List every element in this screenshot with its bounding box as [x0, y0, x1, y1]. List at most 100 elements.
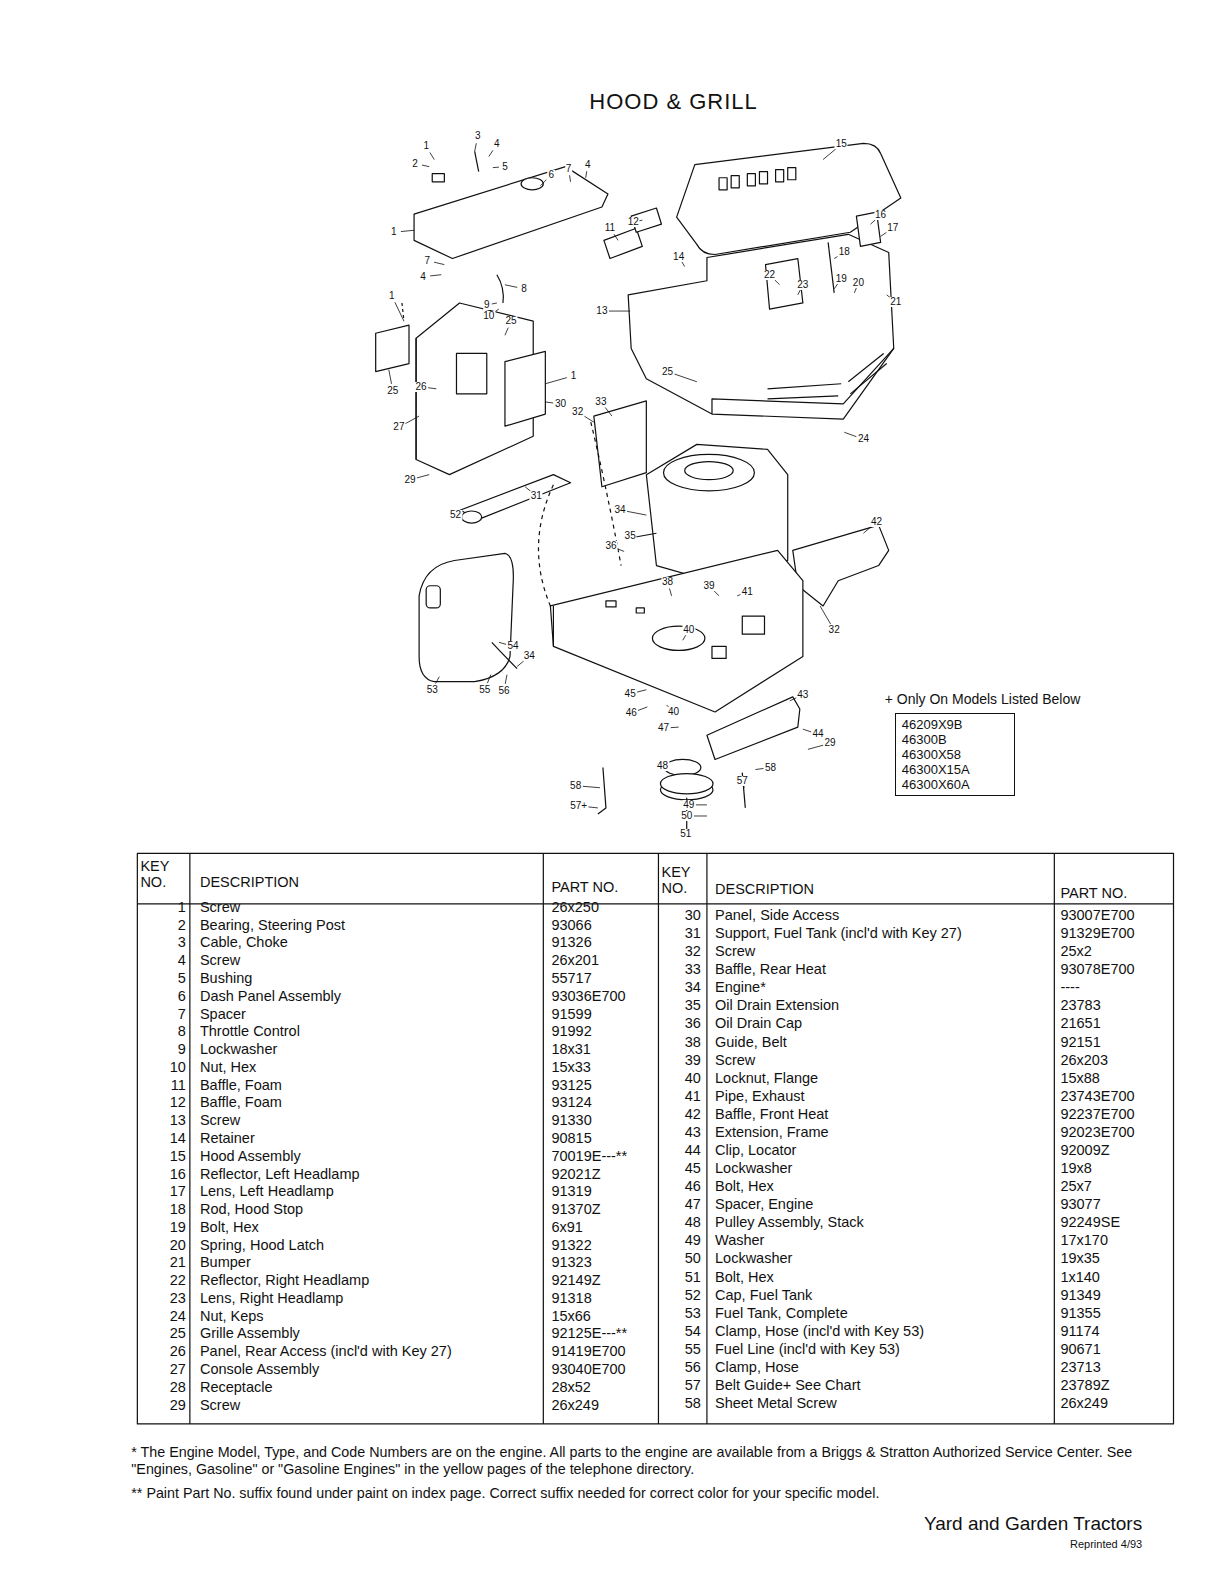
- leader-line: [586, 171, 587, 178]
- drawing-line: [553, 606, 554, 646]
- key-number: 10: [170, 1059, 186, 1076]
- key-number: 4: [178, 952, 186, 969]
- callout-number: 50: [680, 811, 693, 821]
- key-number: 27: [170, 1361, 186, 1378]
- part-description: Spacer, Engine: [715, 1196, 813, 1213]
- key-number: 40: [685, 1069, 701, 1086]
- key-number: 50: [685, 1250, 701, 1267]
- key-number: 19: [170, 1218, 186, 1235]
- leader-line: [401, 230, 414, 231]
- leader-line: [389, 370, 392, 384]
- part-description: Retainer: [200, 1130, 255, 1147]
- callout-number: 4: [493, 139, 501, 149]
- part-number: 93007E700: [1060, 907, 1134, 924]
- leader-line: [430, 152, 434, 159]
- drawing-path: [598, 768, 606, 814]
- drawing-line: [658, 853, 659, 1424]
- callout-number: 1: [422, 141, 430, 151]
- leader-line: [584, 416, 594, 422]
- callout-number: 20: [852, 278, 865, 288]
- part-number: 93066: [551, 916, 591, 933]
- model-number: 46300X15A: [902, 762, 1000, 777]
- part-number: 92023E700: [1060, 1124, 1134, 1141]
- key-number: 33: [685, 961, 701, 978]
- part-description: Reflector, Left Headlamp: [200, 1165, 360, 1182]
- key-number: 39: [685, 1051, 701, 1068]
- key-number: 41: [685, 1087, 701, 1104]
- model-box-border: 46209X9B46300B46300X5846300X15A46300X60A: [895, 713, 1015, 796]
- part-description: Cap, Fuel Tank: [715, 1286, 812, 1303]
- callout-number: 48: [656, 761, 669, 771]
- key-number: 44: [685, 1142, 701, 1159]
- leader-line: [683, 635, 686, 640]
- drawing-ellipse: [521, 178, 543, 190]
- key-number: 31: [685, 925, 701, 942]
- callout-number: 45: [624, 689, 637, 699]
- leader-line: [638, 707, 648, 711]
- part-number: 91355: [1060, 1304, 1100, 1321]
- part-number: 23743E700: [1060, 1087, 1134, 1104]
- key-number: 38: [685, 1033, 701, 1050]
- part-number: 91318: [551, 1290, 591, 1307]
- drawing-g: [389, 143, 891, 834]
- part-description: Washer: [715, 1232, 764, 1249]
- part-description: Reflector, Right Headlamp: [200, 1272, 369, 1289]
- part-description: Sheet Metal Screw: [715, 1395, 837, 1412]
- drawing-rect: [137, 853, 1173, 1424]
- part-number: 91349: [1060, 1286, 1100, 1303]
- callout-number: 4: [584, 160, 592, 170]
- part-description: Cable, Choke: [200, 934, 288, 951]
- callout-number: 24: [857, 434, 870, 444]
- part-number: 19x8: [1060, 1160, 1091, 1177]
- part-number: 17x170: [1060, 1232, 1108, 1249]
- leader-line: [682, 262, 685, 267]
- part-description: Pipe, Exhaust: [715, 1087, 804, 1104]
- part-description: Extension, Frame: [715, 1124, 829, 1141]
- callout-number: 40: [682, 625, 695, 635]
- key-number: 28: [170, 1378, 186, 1395]
- part-number: 93078E700: [1060, 961, 1134, 978]
- part-description: Throttle Control: [200, 1023, 300, 1040]
- model-number: 46300B: [902, 732, 1000, 747]
- drawing-polygon: [550, 550, 802, 712]
- leader-line: [627, 511, 646, 515]
- callout-number: 7: [565, 164, 573, 174]
- page-title: HOOD & GRILL: [589, 89, 757, 114]
- leader-line: [405, 416, 419, 424]
- key-number: 7: [178, 1005, 186, 1022]
- leader-line: [505, 675, 507, 684]
- part-description: Grille Assembly: [200, 1325, 300, 1342]
- key-number: 30: [685, 907, 701, 924]
- key-number: 57: [685, 1377, 701, 1394]
- leader-line: [540, 180, 546, 186]
- table-header: DESCRIPTION: [200, 873, 299, 890]
- key-number: 18: [170, 1201, 186, 1218]
- part-number: 92237E700: [1060, 1105, 1134, 1122]
- key-number: 43: [685, 1124, 701, 1141]
- callout-number: 15: [835, 139, 848, 149]
- part-description: Lockwasher: [200, 1041, 277, 1058]
- part-number: 92151: [1060, 1033, 1100, 1050]
- callout-number: 13: [595, 306, 608, 316]
- leader-line: [545, 378, 566, 384]
- callout-number: 58: [569, 781, 582, 791]
- part-number: 91419E700: [551, 1343, 625, 1360]
- drawing-path: [497, 275, 503, 303]
- leader-line: [428, 388, 436, 389]
- model-list-box: + Only On Models Listed Below46209X9B463…: [885, 691, 1081, 796]
- key-number: 53: [685, 1304, 701, 1321]
- callout-number: 3: [474, 131, 482, 141]
- callout-number: 54: [506, 641, 519, 651]
- callout-number: 53: [426, 685, 439, 695]
- drawing-line: [189, 853, 190, 1424]
- part-description: Clamp, Hose: [715, 1359, 799, 1376]
- part-description: Screw: [200, 899, 240, 916]
- footnote: ** Paint Part No. suffix found under pai…: [131, 1485, 1171, 1502]
- part-number: 91330: [551, 1112, 591, 1129]
- model-number: 46300X58: [902, 747, 1000, 762]
- drawing-polygon: [414, 167, 608, 259]
- part-number: ----: [1060, 979, 1079, 996]
- part-number: 26x250: [551, 899, 599, 916]
- part-description: Guide, Belt: [715, 1033, 787, 1050]
- part-description: Screw: [200, 952, 240, 969]
